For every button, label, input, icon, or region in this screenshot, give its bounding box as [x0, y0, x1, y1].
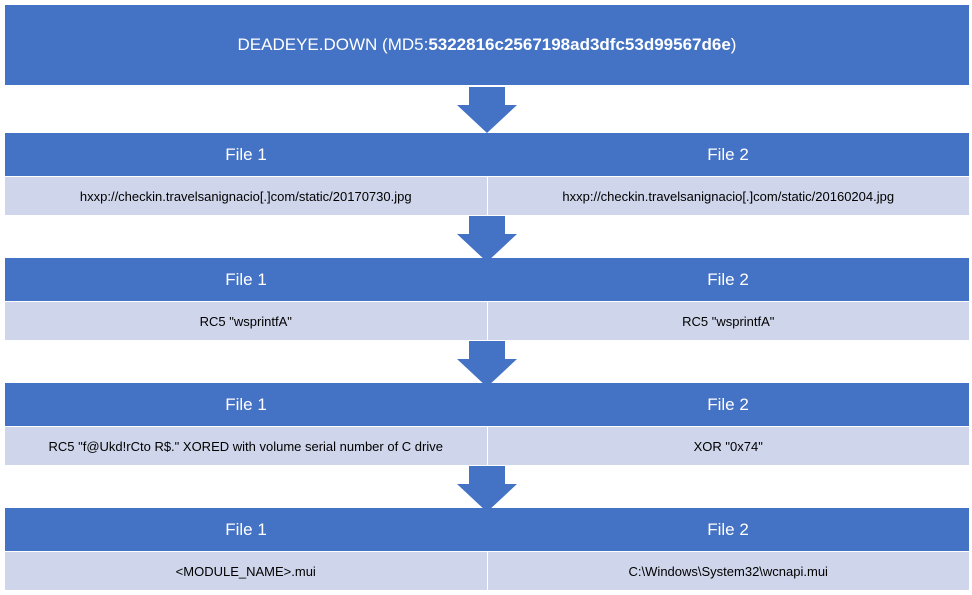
file-1-header: File 1: [225, 144, 267, 164]
title-prefix: DEADEYE.DOWN (MD5:: [237, 35, 429, 54]
stage-body: RC5 "wsprintfA" RC5 "wsprintfA": [5, 301, 969, 340]
file-1-header: File 1: [225, 519, 267, 539]
file-2-header: File 2: [707, 394, 749, 414]
stage-header: File 1 File 2: [5, 133, 969, 176]
file-1-value: <MODULE_NAME>.mui: [175, 563, 316, 579]
file-1-value: RC5 "wsprintfA": [199, 313, 292, 329]
stage-2: File 1 File 2 RC5 "wsprintfA" RC5 "wspri…: [5, 258, 969, 340]
stage-4: File 1 File 2 <MODULE_NAME>.mui C:\Windo…: [5, 508, 969, 590]
file-2-value: RC5 "wsprintfA": [486, 302, 970, 340]
title-suffix: ): [730, 35, 737, 54]
file-1-header: File 1: [225, 269, 267, 289]
file-2-value: XOR "0x74": [486, 427, 970, 465]
stage-body: RC5 "f@Ukd!rCto R$." XORED with volume s…: [5, 426, 969, 465]
down-arrow-icon: [457, 216, 517, 262]
title-hash: 5322816c2567198ad3dfc53d99567d6e: [428, 35, 731, 54]
file-2-value: hxxp://checkin.travelsanignacio[.]com/st…: [486, 177, 970, 215]
file-2-header: File 2: [707, 519, 749, 539]
down-arrow-icon: [457, 87, 517, 133]
file-2-value: C:\Windows\System32\wcnapi.mui: [486, 552, 970, 590]
stage-1: File 1 File 2 hxxp://checkin.travelsanig…: [5, 133, 969, 215]
down-arrow-icon: [457, 341, 517, 387]
file-1-value: RC5 "f@Ukd!rCto R$." XORED with volume s…: [48, 438, 444, 454]
stage-3: File 1 File 2 RC5 "f@Ukd!rCto R$." XORED…: [5, 383, 969, 465]
stage-header: File 1 File 2: [5, 508, 969, 551]
file-1-value: hxxp://checkin.travelsanignacio[.]com/st…: [79, 188, 412, 204]
file-2-header: File 2: [707, 144, 749, 164]
file-1-header: File 1: [225, 394, 267, 414]
down-arrow-icon: [457, 466, 517, 512]
title-box: DEADEYE.DOWN (MD5: 5322816c2567198ad3dfc…: [5, 5, 969, 85]
stage-body: <MODULE_NAME>.mui C:\Windows\System32\wc…: [5, 551, 969, 590]
stage-header: File 1 File 2: [5, 383, 969, 426]
file-2-header: File 2: [707, 269, 749, 289]
stage-header: File 1 File 2: [5, 258, 969, 301]
stage-body: hxxp://checkin.travelsanignacio[.]com/st…: [5, 176, 969, 215]
